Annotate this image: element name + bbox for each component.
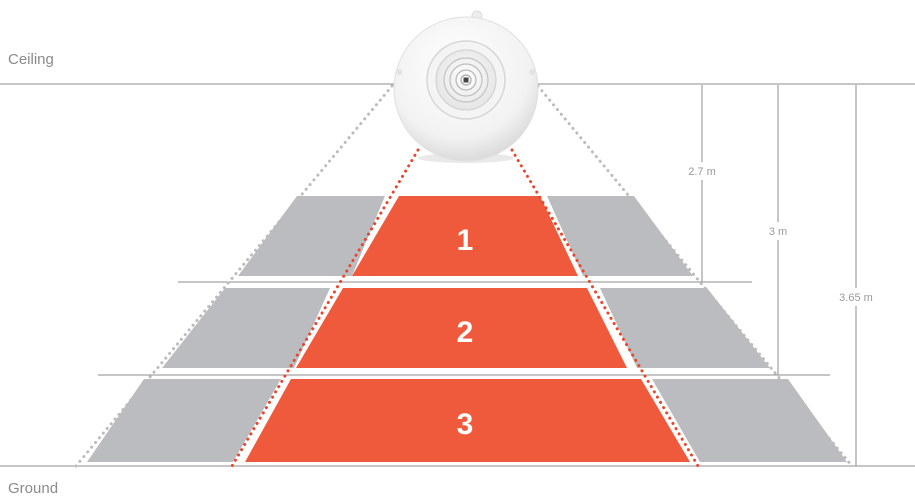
detection-zone-2: [296, 288, 627, 368]
inner-cone-left: [230, 148, 420, 468]
outer-zone-left-2: [162, 288, 330, 368]
outer-zone-right-1: [547, 196, 693, 276]
zone-number-1: 1: [457, 224, 474, 257]
dimension-label-bg-2: [756, 222, 800, 240]
dimension-label-bg-1: [674, 162, 730, 180]
detection-zone-1: [352, 196, 578, 276]
outer-zone-left-3: [87, 379, 281, 462]
ground-label: Ground: [8, 480, 58, 497]
dimension-label-bg-3: [826, 288, 886, 306]
inner-cone-right: [510, 148, 700, 468]
detection-zone-3: [245, 379, 690, 462]
ceiling-label: Ceiling: [8, 51, 54, 68]
dimension-label-3: 3.65 m: [839, 292, 873, 304]
zone-number-2: 2: [457, 316, 474, 349]
zone-number-3: 3: [457, 408, 474, 441]
ceiling-mounted-sensor-icon: [393, 10, 539, 163]
outer-zone-right-2: [600, 288, 770, 368]
outer-zone-left-1: [238, 196, 385, 276]
dimension-label-2: 3 m: [769, 226, 787, 238]
dimension-label-1: 2.7 m: [688, 166, 716, 178]
